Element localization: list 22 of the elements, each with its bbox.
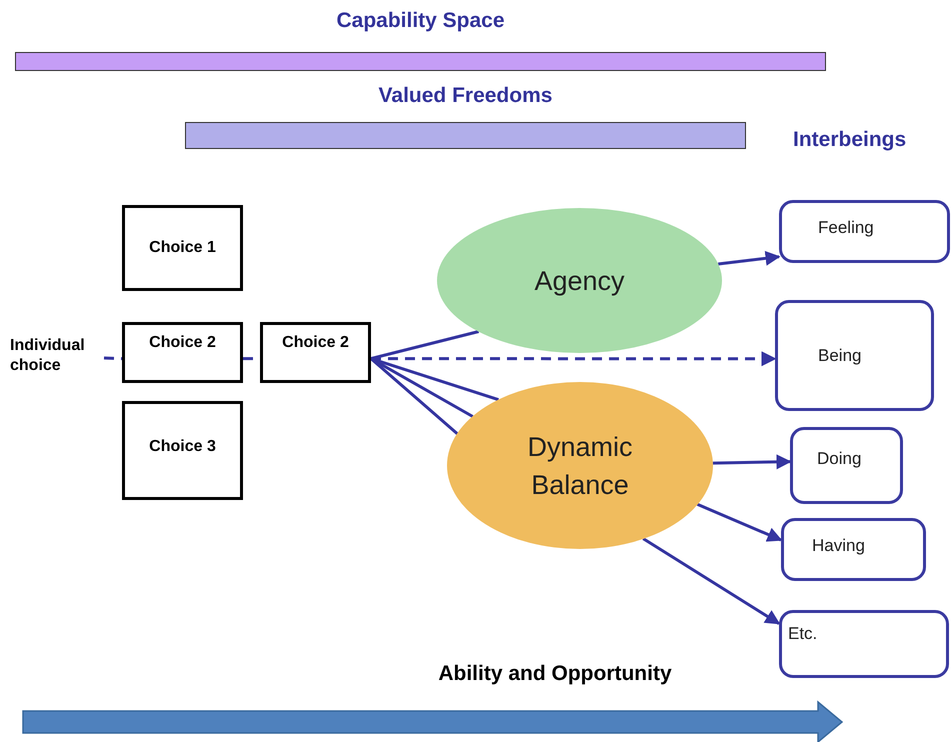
arrow <box>642 537 780 625</box>
node-text: Individual choice <box>10 336 86 376</box>
arrow <box>718 250 780 266</box>
interbeing-box: Etc. <box>779 610 949 678</box>
choice-box: Choice 3 <box>122 401 243 500</box>
ellipse-node: Agency <box>437 208 722 353</box>
interbeing-box: Being <box>775 300 934 411</box>
label-text: Interbeings <box>793 127 906 153</box>
band-heading: Capability Space <box>336 8 505 34</box>
connector-line <box>104 356 122 360</box>
band-heading: Valued Freedoms <box>378 83 552 109</box>
choice-box: Choice 2 <box>260 322 371 383</box>
choice-box: Choice 2 <box>122 322 243 383</box>
connector-line <box>370 330 480 360</box>
interbeing-box: Doing <box>790 427 903 504</box>
arrow <box>696 502 782 542</box>
arrow <box>712 454 792 470</box>
ellipse-node: Dynamic Balance <box>447 382 713 549</box>
interbeing-box: Having <box>781 518 926 581</box>
interbeing-box: Feeling <box>779 200 950 263</box>
choice-box: Choice 1 <box>122 205 243 291</box>
label-text: Ability and Opportunity <box>437 661 673 687</box>
